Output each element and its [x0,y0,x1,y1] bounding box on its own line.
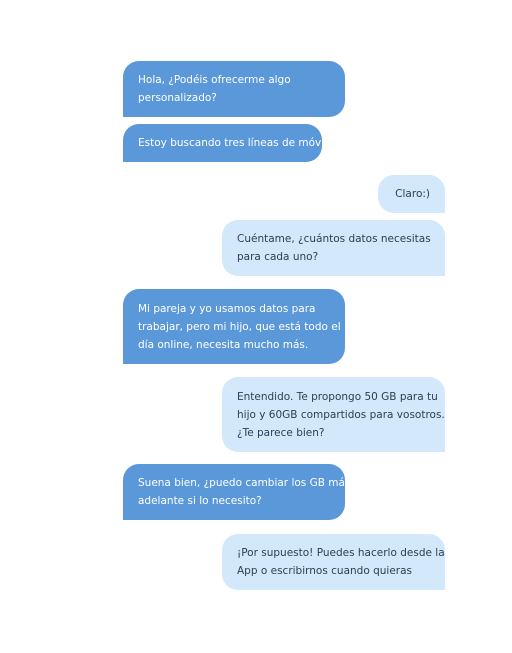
message-line: trabajar, pero mi hijo, que está todo el [138,320,341,333]
message-line: Claro:) [395,188,430,200]
message-line: adelante si lo necesito? [138,495,262,507]
message-line: personalizado? [138,92,217,104]
message-line: día online, necesita mucho más. [138,338,309,351]
agent-message-bubble: ¡Por supuesto! Puedes hacerlo desde la A… [222,534,445,590]
user-message-bubble: Mi pareja y yo usamos datos para trabaja… [123,289,345,364]
agent-message-bubble: Entendido. Te propongo 50 GB para tu hij… [222,377,445,452]
message-line: Cuéntame, ¿cuántos datos necesitas [237,233,431,245]
message-line: ¡Por supuesto! Puedes hacerlo desde la [237,547,445,559]
message-line: Mi pareja y yo usamos datos para [138,302,316,315]
message-line: para cada uno? [237,251,319,263]
message-line: hijo y 60GB compartidos para vosotros. [237,408,445,421]
user-message-bubble: Suena bien, ¿puedo cambiar los GB más ad… [123,464,351,520]
message-line: Estoy buscando tres líneas de móvil. [138,137,331,149]
user-message-bubble: Estoy buscando tres líneas de móvil. [123,124,331,162]
user-message-bubble: Hola, ¿Podéis ofrecerme algo personaliza… [123,61,345,117]
agent-message-bubble: Cuéntame, ¿cuántos datos necesitas para … [222,220,445,276]
message-line: Suena bien, ¿puedo cambiar los GB más [138,477,351,489]
message-line: ¿Te parece bien? [237,426,325,439]
agent-message-bubble: Claro:) [378,175,445,213]
message-line: App o escribirnos cuando quieras [237,565,413,577]
message-line: Entendido. Te propongo 50 GB para tu [237,390,438,403]
message-line: Hola, ¿Podéis ofrecerme algo [138,74,291,86]
